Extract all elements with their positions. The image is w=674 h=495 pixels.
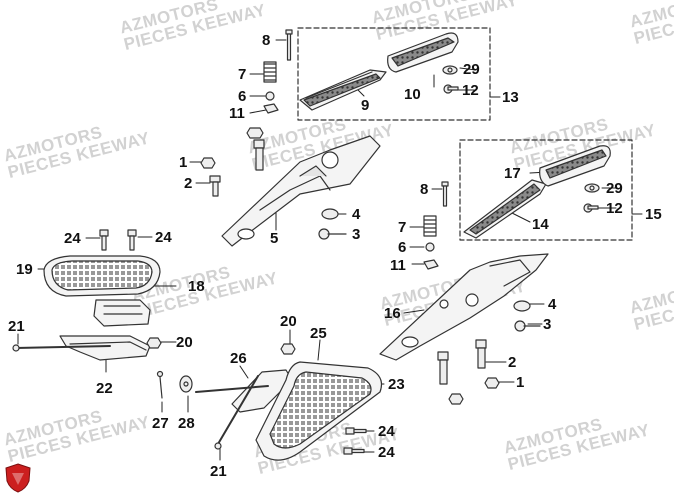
callout-26: 26: [230, 350, 247, 367]
callout-12: 12: [462, 82, 479, 99]
callout-8-right: 8: [420, 181, 429, 198]
part-28-washer: [179, 375, 193, 393]
part-8-bolt: [285, 29, 293, 61]
part-16-bracket: [379, 253, 549, 361]
callout-14: 14: [532, 216, 549, 233]
callout-23: 23: [388, 376, 405, 393]
callout-21-bottom: 21: [210, 463, 227, 480]
part-24-bolts-bottom: [343, 427, 367, 455]
part-7-spring-right: [423, 215, 437, 237]
part-29-washer-right: [584, 183, 600, 193]
callout-19: 19: [16, 261, 33, 278]
part-1-nut: [200, 157, 216, 169]
part-2-bolt-upper: [253, 139, 265, 171]
part-11-clip-right: [423, 259, 439, 270]
callout-6-right: 6: [398, 239, 407, 256]
part-21-rod-bottom: [195, 385, 269, 393]
part-27-pin: [156, 370, 164, 399]
part-8-bolt-right: [441, 181, 449, 207]
callout-10: 10: [404, 86, 421, 103]
part-23-floor-board: [269, 371, 372, 449]
callout-28: 28: [178, 415, 195, 432]
callout-20-left: 20: [176, 334, 193, 351]
callout-29-right: 29: [606, 180, 623, 197]
callout-5: 5: [270, 230, 279, 247]
callout-1-right: 1: [516, 374, 525, 391]
callout-1: 1: [179, 154, 188, 171]
callout-17: 17: [504, 165, 521, 182]
callout-27: 27: [152, 415, 169, 432]
callout-20-middle: 20: [280, 313, 297, 330]
callout-18: 18: [188, 278, 205, 295]
callout-8: 8: [262, 32, 271, 49]
callout-29: 29: [463, 61, 480, 78]
part-6-washer: [265, 91, 275, 101]
part-29-washer: [442, 65, 458, 75]
callout-22: 22: [96, 380, 113, 397]
part-18-mount: [93, 299, 151, 327]
part-20-nut-middle: [280, 343, 296, 355]
callout-24-bottom-a: 24: [378, 423, 395, 440]
brand-shield-logo: [5, 463, 31, 493]
part-24-bolts-left: [99, 229, 137, 251]
callout-21-left: 21: [8, 318, 25, 335]
group-box-13: [297, 27, 491, 121]
part-2-bolt: [209, 175, 221, 197]
part-6-washer-right: [425, 242, 435, 252]
callout-11-right: 11: [390, 257, 406, 274]
part-4-washer: [321, 208, 339, 220]
callout-24-left-b: 24: [155, 229, 172, 246]
callout-3-right: 3: [543, 316, 552, 333]
callout-2-right: 2: [508, 354, 517, 371]
part-4-washer-right: [513, 300, 531, 312]
callout-4-right: 4: [548, 296, 557, 313]
part-3-pin: [318, 228, 347, 240]
callout-7-right: 7: [398, 219, 407, 236]
part-12-screw-right: [583, 203, 599, 213]
part-2-bolt-right: [437, 339, 487, 385]
callout-2: 2: [184, 175, 193, 192]
callout-7: 7: [238, 66, 247, 83]
callout-24-left-a: 24: [64, 230, 81, 247]
callout-15: 15: [645, 206, 662, 223]
part-7-spring: [263, 61, 277, 83]
part-20-nut: [146, 337, 162, 349]
part-22-support: [59, 335, 151, 361]
callout-16: 16: [384, 305, 401, 322]
callout-25: 25: [310, 325, 327, 342]
callout-3: 3: [352, 226, 361, 243]
part-21-rod: [15, 345, 111, 349]
callout-24-bottom-b: 24: [378, 444, 395, 461]
part-1-nut-right: [484, 377, 500, 389]
part-12-screw: [443, 84, 459, 94]
callout-13: 13: [502, 89, 519, 106]
callout-12-right: 12: [606, 200, 623, 217]
part-3-pin-right: [514, 320, 541, 332]
callout-11: 11: [229, 105, 245, 122]
callout-4: 4: [352, 206, 361, 223]
part-5-bracket: [221, 135, 381, 247]
callout-6: 6: [238, 88, 247, 105]
callout-9: 9: [361, 97, 370, 114]
part-11-clip: [263, 103, 279, 114]
